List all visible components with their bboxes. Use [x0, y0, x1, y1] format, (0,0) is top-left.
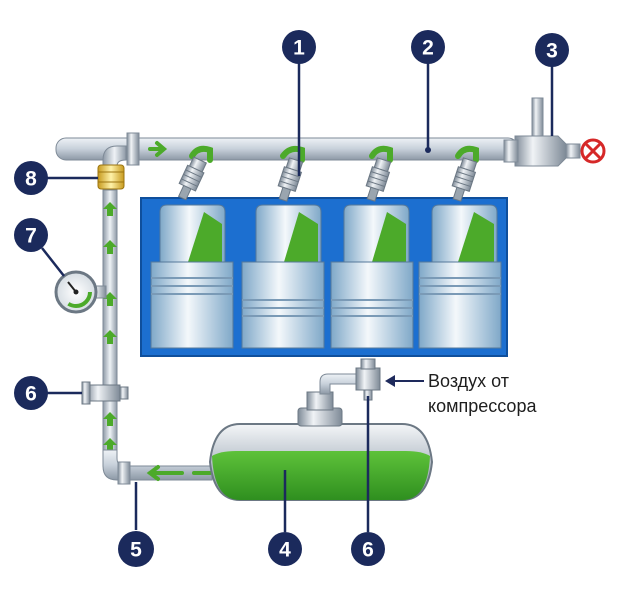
callout-6-left-label: 6 [25, 383, 37, 406]
closed-outlet-icon [580, 138, 606, 164]
callout-8-label: 8 [25, 168, 37, 191]
callout-2-badge: 2 [411, 30, 445, 64]
callout-5-badge: 5 [118, 531, 154, 567]
cylinder-2 [241, 204, 325, 349]
cylinder-3 [330, 204, 414, 349]
callout-6-right-badge: 6 [351, 532, 385, 566]
callout-1-badge: 1 [282, 30, 316, 64]
cylinder-4 [418, 204, 502, 349]
callout-3-label: 3 [546, 40, 558, 63]
shutoff-valve-left [81, 381, 129, 405]
injector-4 [451, 145, 479, 202]
pressure-gauge [54, 270, 107, 314]
injector-1 [177, 145, 213, 201]
air-supply-pipe [319, 373, 363, 395]
callout-4-badge: 4 [268, 532, 302, 566]
air-inlet-arrow-icon [385, 375, 424, 387]
pressure-regulator [503, 97, 581, 167]
supply-line [102, 145, 127, 467]
shutoff-valve-right [355, 358, 381, 401]
callout-3-badge: 3 [535, 33, 569, 67]
injector-3 [365, 145, 393, 202]
callout-7-badge: 7 [14, 218, 48, 252]
callout-8-badge: 8 [14, 161, 48, 195]
callout-4-label: 4 [279, 539, 291, 562]
quick-coupling [97, 164, 125, 190]
callout-7-label: 7 [25, 225, 37, 248]
callout-6-right-label: 6 [362, 539, 374, 562]
callout-7-leader [41, 247, 65, 277]
cleaning-fluid-tank [208, 391, 434, 501]
feed-hose [102, 449, 213, 485]
callout-2-label: 2 [422, 37, 434, 60]
air-source-label-line1: Воздух от [428, 371, 509, 391]
cylinder-1 [150, 204, 234, 349]
air-source-label-line2: компрессора [428, 396, 537, 416]
callout-6-left-badge: 6 [14, 376, 48, 410]
callout-5-label: 5 [130, 539, 142, 562]
injector-2 [277, 145, 305, 202]
callout-1-label: 1 [293, 37, 305, 60]
